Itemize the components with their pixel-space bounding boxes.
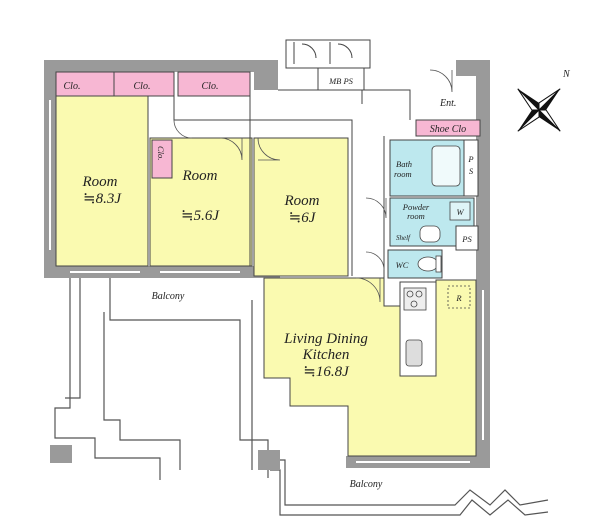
shelf-label: Shelf: [396, 234, 411, 242]
closet-3: [177, 71, 251, 97]
ps-top-label-2: S: [469, 166, 474, 176]
room-2-name: Room: [182, 168, 218, 184]
entrance-label: Ent.: [439, 98, 456, 109]
ps-top-label-1: P: [467, 154, 473, 164]
outer-walls: [44, 60, 490, 468]
ldk-label-1: Living Dining: [283, 331, 368, 347]
ldk-label-3: ≒16.8J: [303, 364, 350, 380]
room-1: [55, 95, 149, 267]
room-1-name: Room: [82, 174, 118, 190]
ps-mid-label: PS: [461, 234, 472, 244]
pillar: [258, 450, 280, 470]
closet-small-label: Clo.: [156, 146, 166, 160]
ldk-label-2: Kitchen: [302, 347, 350, 363]
window-ticks: [49, 100, 484, 463]
refrigerator-label: R: [455, 293, 462, 303]
closet-2: [113, 71, 175, 97]
mb-ps-label: MB PS: [328, 76, 354, 86]
compass-icon: N: [517, 69, 571, 132]
closet-1: [55, 71, 115, 97]
shoe-closet-label: Shoe Clo: [430, 124, 466, 135]
pipe-shaft-top: [463, 139, 479, 197]
room-3: [253, 137, 349, 277]
sink-icon: [405, 339, 423, 367]
room-1-size: ≒8.3J: [83, 191, 122, 207]
balcony-bottom-label: Balcony: [350, 479, 383, 490]
washer-space: [449, 201, 471, 221]
refrigerator-space: [447, 285, 471, 309]
toilet-icon: [417, 256, 439, 272]
closet-small: [151, 139, 173, 179]
shoe-closet: [415, 119, 481, 137]
door-swings: [173, 69, 453, 303]
room-3-size: ≒6J: [289, 210, 317, 226]
window-bay: [285, 39, 371, 69]
bath-label-1: Bath: [396, 159, 412, 169]
washer-label: W: [456, 207, 464, 217]
powder-label-2: room: [407, 211, 425, 221]
pipe-shaft-mid: [455, 225, 479, 251]
terrace-outline: [54, 278, 549, 516]
room-2-size: ≒5.6J: [181, 208, 220, 224]
stove-icon: [403, 287, 427, 311]
washbasin-icon: [419, 225, 441, 243]
closet-2-label: Clo.: [134, 81, 151, 92]
room-3-name: Room: [284, 193, 320, 209]
closet-1-label: Clo.: [64, 81, 81, 92]
living-dining-kitchen: [263, 277, 477, 457]
pillar: [50, 445, 72, 463]
wc-label: WC: [396, 260, 409, 270]
powder-label-1: Powder: [402, 202, 430, 212]
balcony-top-label: Balcony: [152, 291, 185, 302]
closet-3-label: Clo.: [202, 81, 219, 92]
bathtub-icon: [431, 145, 461, 187]
bath-label-2: room: [394, 169, 412, 179]
compass-north-label: N: [562, 69, 571, 80]
